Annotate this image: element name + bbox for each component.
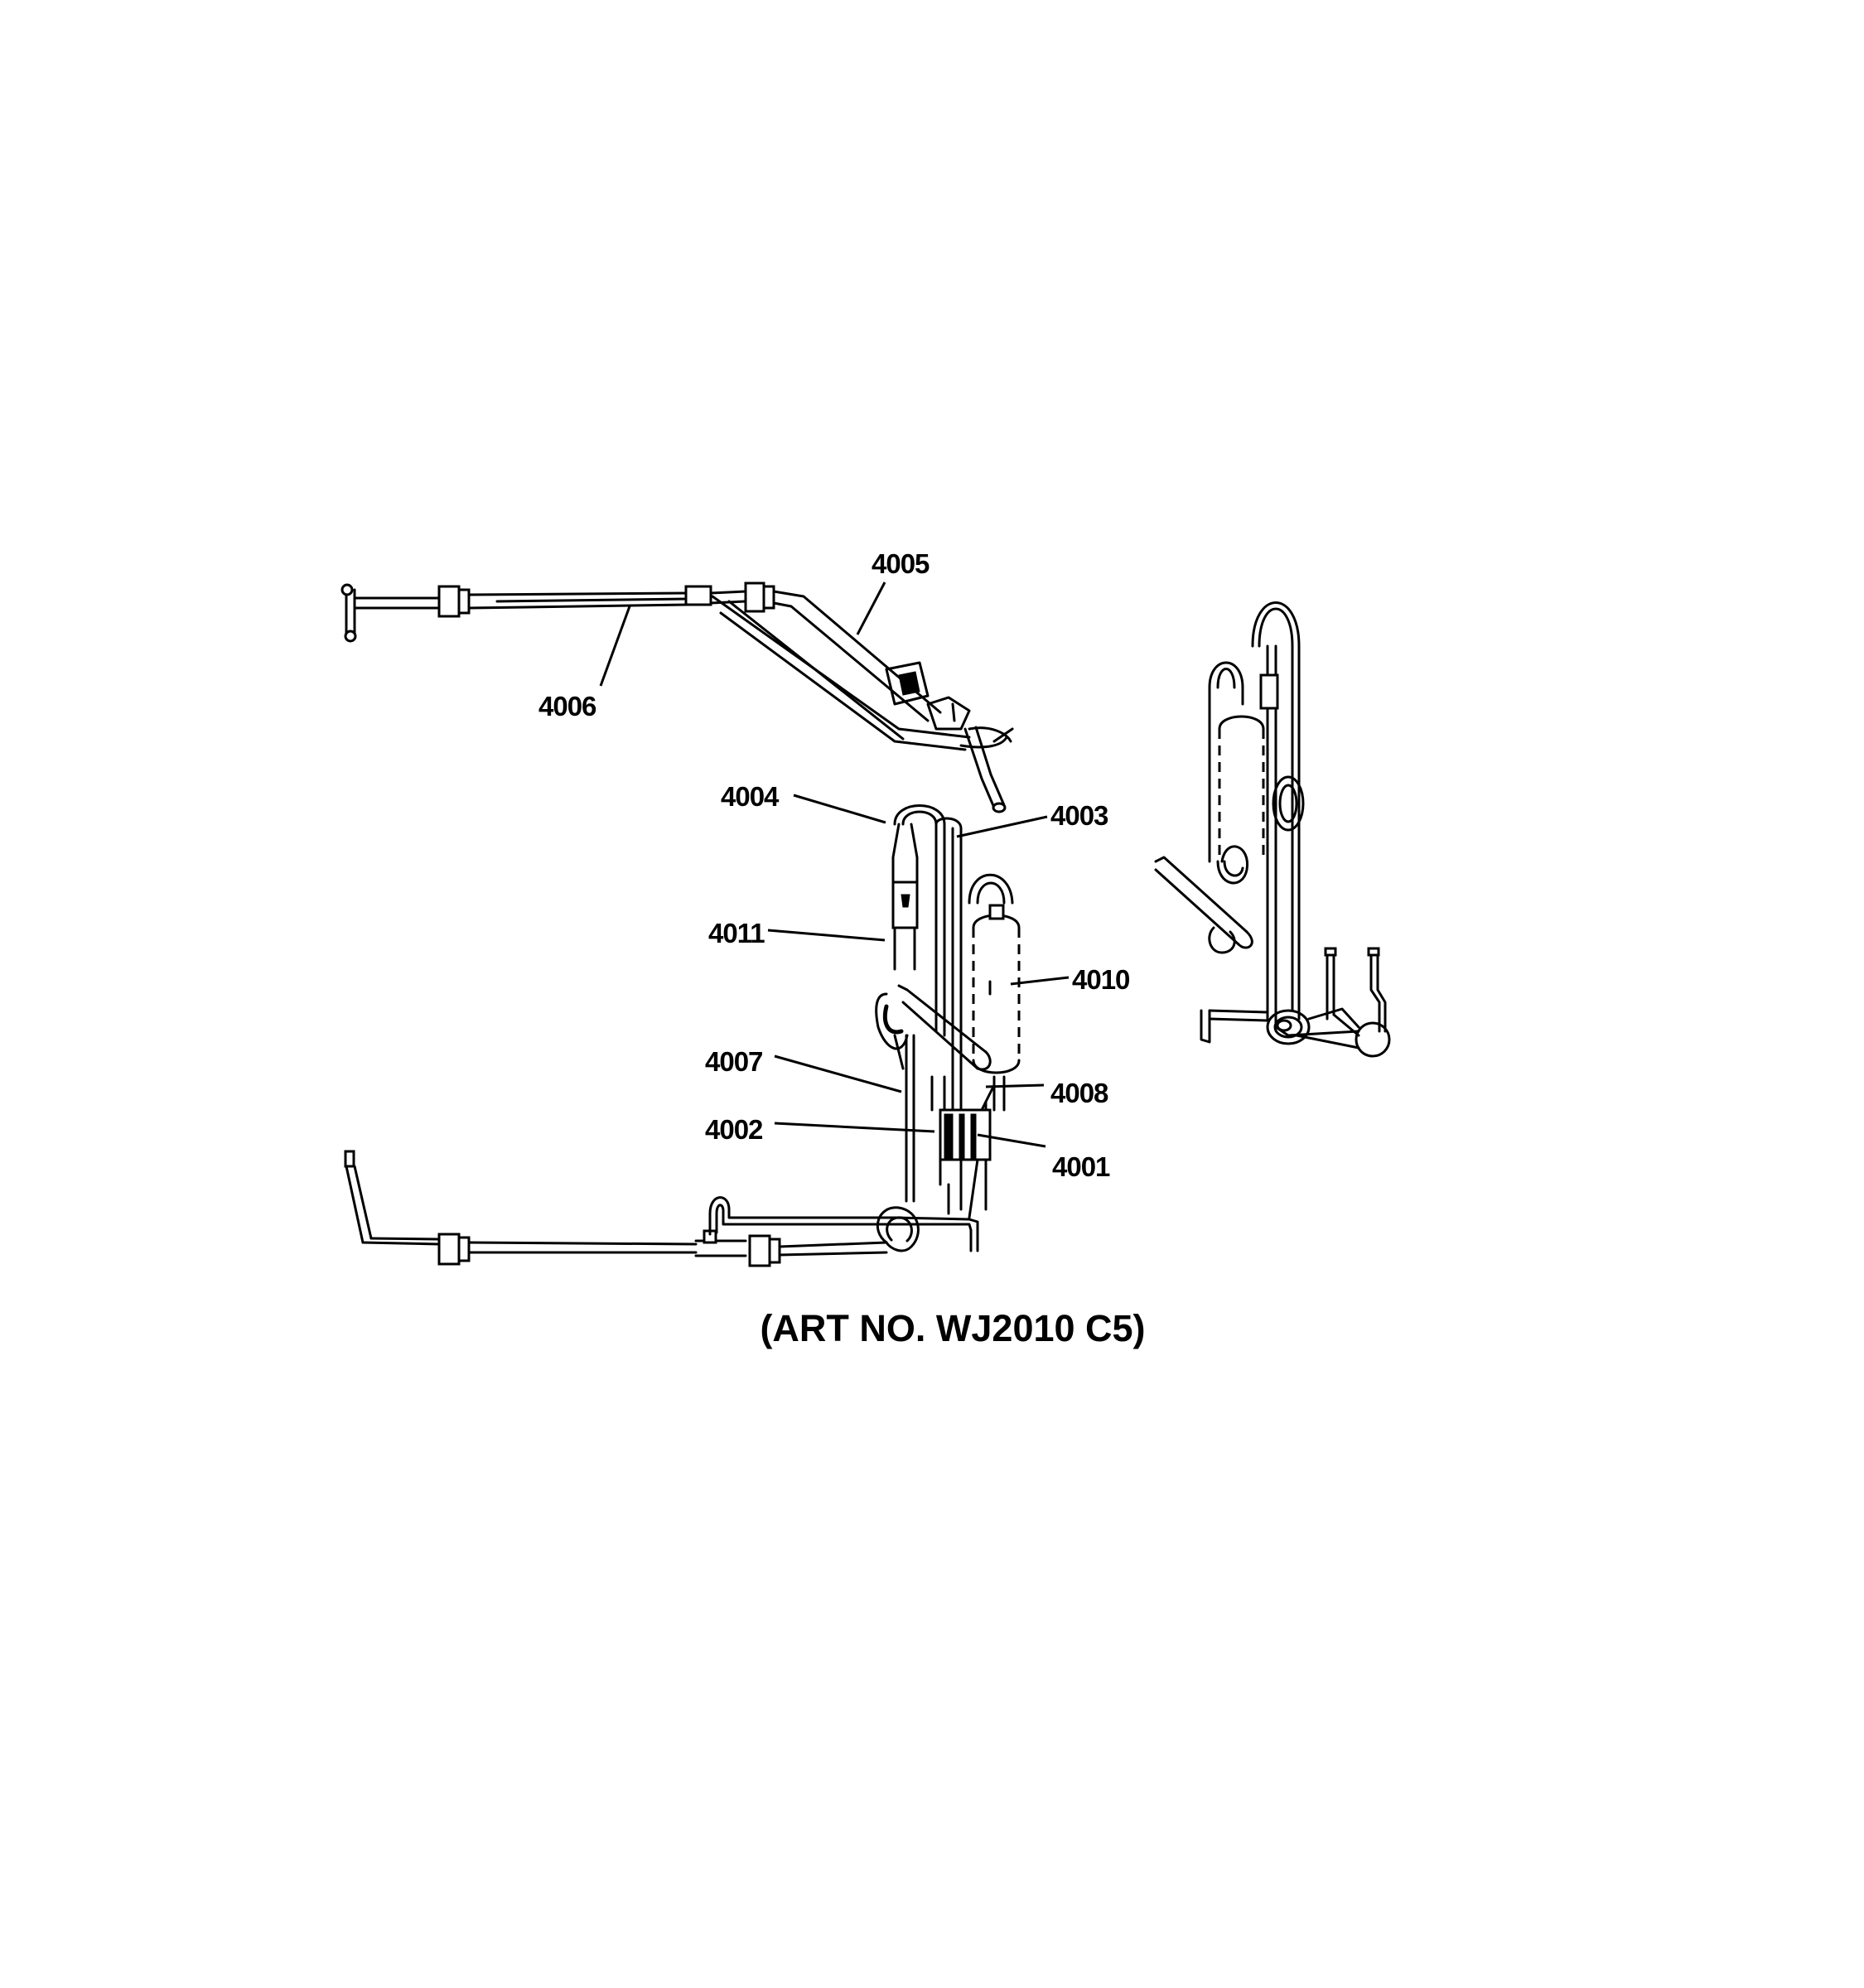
label-4005: 4005 xyxy=(872,548,930,579)
art-number-caption: (ART NO. WJ2010 C5) xyxy=(760,1307,1145,1349)
label-4010: 4010 xyxy=(1072,964,1129,995)
label-4001: 4001 xyxy=(1052,1151,1110,1182)
label-4007: 4007 xyxy=(705,1046,762,1077)
center-tube-assembly xyxy=(875,804,1021,1219)
upper-tube-assembly xyxy=(340,581,1014,813)
label-4008: 4008 xyxy=(1050,1078,1108,1108)
right-side-assembly xyxy=(1154,601,1391,1058)
label-4011: 4011 xyxy=(708,918,765,948)
label-4002: 4002 xyxy=(705,1114,763,1145)
label-4004: 4004 xyxy=(721,781,780,812)
label-4003: 4003 xyxy=(1050,800,1108,831)
part-labels: 4005 4006 4004 4003 4011 4010 4007 4008 … xyxy=(538,548,1130,1182)
leader-lines xyxy=(599,581,1070,1148)
label-4006: 4006 xyxy=(538,691,596,721)
lower-tube-assembly xyxy=(344,1150,979,1267)
